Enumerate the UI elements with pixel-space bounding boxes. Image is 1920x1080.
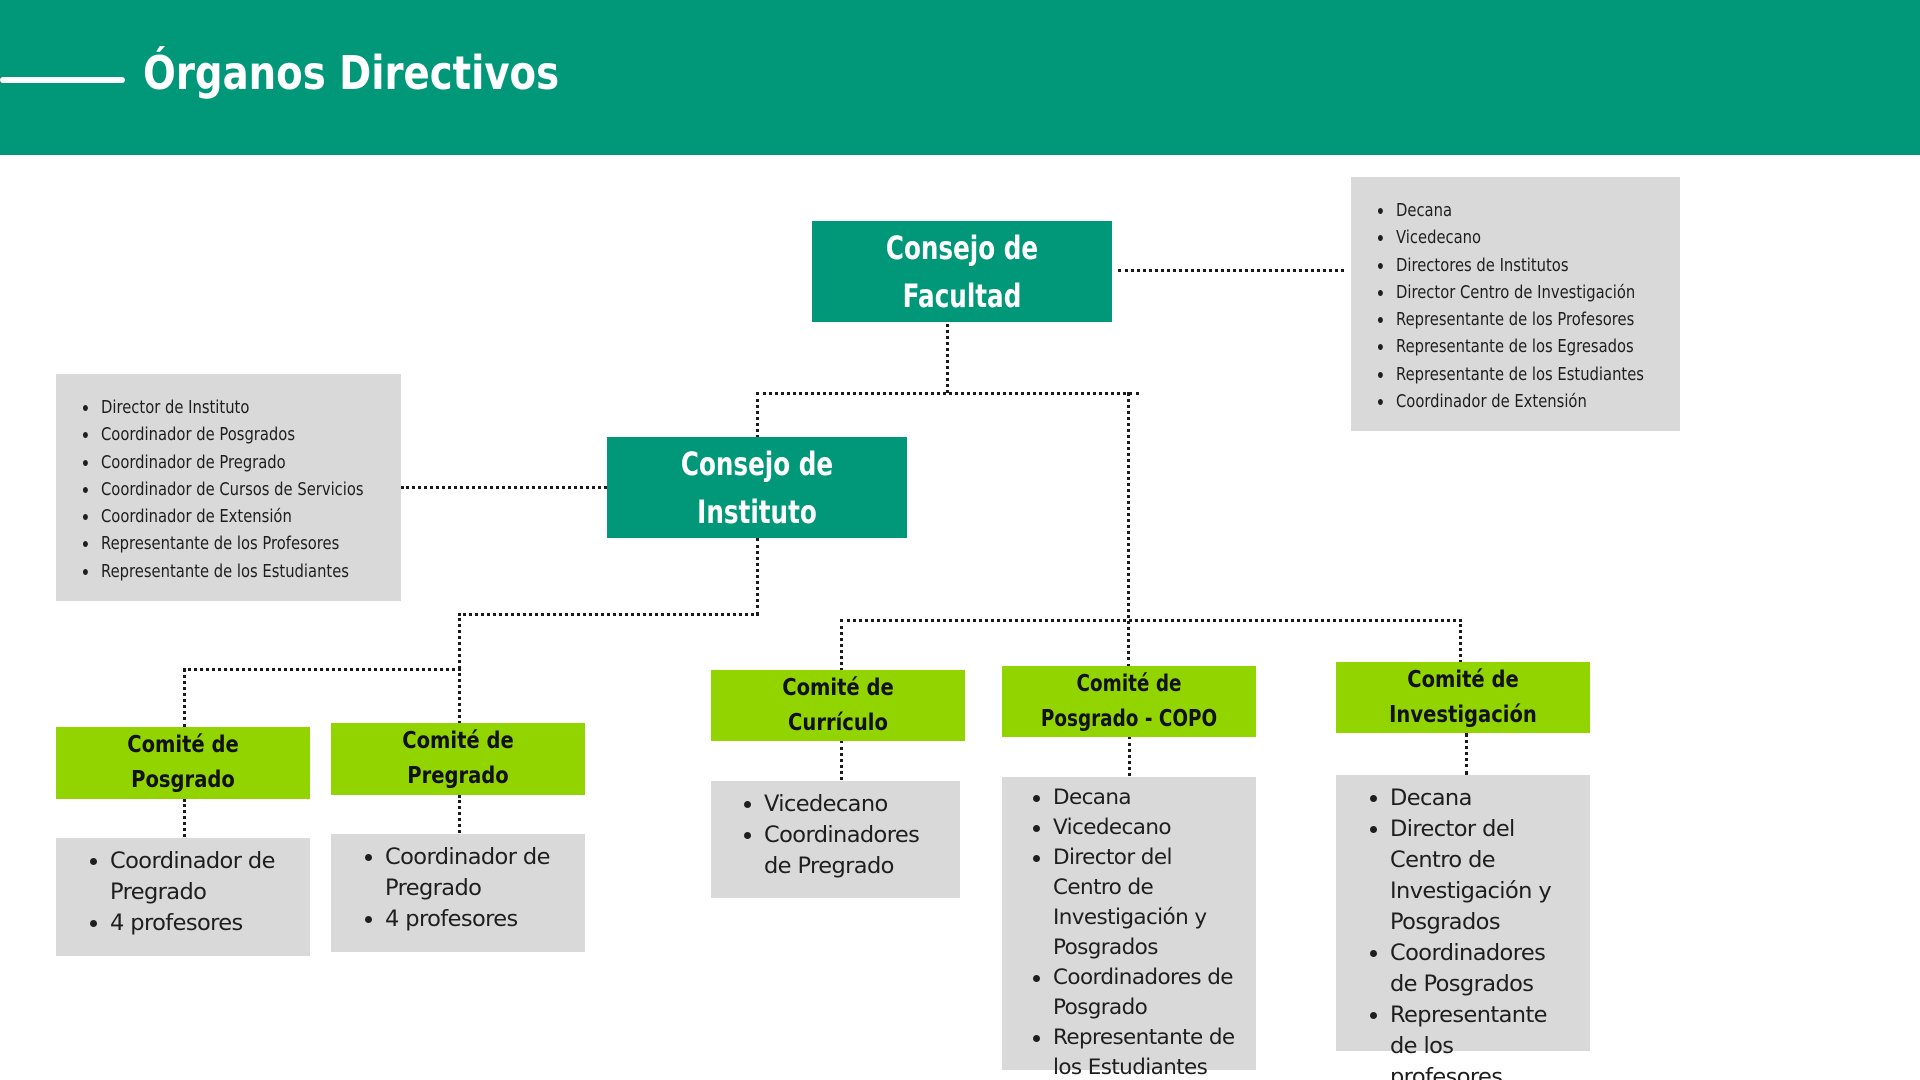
list-item: Director de Instituto: [82, 394, 347, 421]
page-title: Órganos Directivos: [143, 46, 560, 100]
connector-facultad-committees: [840, 619, 1462, 622]
connector-to-comite-pregrado: [458, 668, 461, 724]
list-item: Representante de los profesores: [1370, 1000, 1571, 1080]
comite-pregrado-box: Comité de Pregrado: [331, 723, 585, 795]
connector-curriculo-members: [840, 740, 843, 780]
list-item: Coordinador de Extensión: [1377, 388, 1629, 415]
connector-pregrado-members: [458, 795, 461, 833]
connector-facultad-branch: [756, 392, 1139, 395]
connector-copo-members: [1128, 736, 1131, 776]
consejo-instituto-members: Director de Instituto Coordinador de Pos…: [56, 374, 401, 601]
comite-posgrado-box: Comité de Posgrado: [56, 727, 310, 799]
list-item: Decana: [1033, 783, 1237, 813]
list-item: Vicedecano: [1377, 224, 1629, 251]
consejo-facultad-box: Consejo de Facultad: [812, 221, 1112, 322]
header-accent-line: [0, 77, 125, 83]
list-item: Vicedecano: [744, 789, 951, 820]
consejo-facultad-members: Decana Vicedecano Directores de Institut…: [1351, 177, 1680, 431]
comite-curriculo-members: Vicedecano Coordinadores de Pregrado: [711, 781, 960, 898]
list-item: Coordinador de Cursos de Servicios: [82, 476, 364, 503]
connector-facultad-members: [1118, 269, 1344, 272]
comite-investigacion-box: Comité de Investigación: [1336, 662, 1590, 733]
comite-copo-box: Comité de Posgrado - COPO: [1002, 666, 1256, 737]
list-item: Coordinador de Extensión: [82, 503, 347, 530]
connector-instituto-sub-branch: [183, 668, 461, 671]
comite-copo-title: Comité de Posgrado - COPO: [1040, 670, 1218, 732]
comite-pregrado-title: Comité de Pregrado: [402, 728, 514, 789]
connector-instituto-sub: [458, 613, 461, 669]
list-item: Directores de Institutos: [1377, 252, 1629, 279]
list-item: Coordinador de Pregrado: [365, 842, 571, 904]
list-item: Coordinador de Pregrado: [90, 846, 296, 908]
connector-to-instituto: [756, 392, 759, 438]
comite-posgrado-title: Comité de Posgrado: [127, 732, 239, 793]
list-item: Director Centro de Investigación: [1377, 279, 1635, 306]
connector-instituto-down: [756, 538, 759, 615]
list-item: Coordinadores de Pregrado: [744, 820, 951, 882]
list-item: Director del Centro de Investigación y P…: [1370, 814, 1571, 938]
consejo-instituto-title: Consejo de Instituto: [680, 444, 834, 531]
list-item: Decana: [1377, 197, 1629, 224]
connector-to-comite-investigacion: [1459, 619, 1462, 663]
header-bar: Órganos Directivos: [0, 0, 1920, 155]
comite-investigacion-members: Decana Director del Centro de Investigac…: [1336, 775, 1590, 1080]
list-item: Vicedecano: [1033, 813, 1237, 843]
list-item: Representante de los Egresados: [1377, 333, 1634, 360]
list-item: Director del Centro de Investigación y P…: [1033, 843, 1237, 963]
list-item: 4 profesores: [90, 908, 296, 939]
list-item: Coordinadores de Posgrado: [1033, 963, 1237, 1023]
connector-instituto-members: [401, 486, 607, 489]
comite-curriculo-box: Comité de Currículo: [711, 670, 965, 741]
connector-to-comite-curriculo: [840, 619, 843, 671]
connector-instituto-branch: [458, 613, 759, 616]
list-item: Representante de los Estudiantes: [1377, 361, 1644, 388]
consejo-facultad-title: Consejo de Facultad: [885, 228, 1039, 315]
connector-posgrado-members: [183, 799, 186, 837]
consejo-instituto-box: Consejo de Instituto: [607, 437, 907, 538]
list-item: 4 profesores: [365, 904, 571, 935]
list-item: Representante de los Estudiantes: [1033, 1023, 1237, 1080]
connector-facultad-down: [946, 324, 949, 393]
comite-posgrado-members: Coordinador de Pregrado 4 profesores: [56, 838, 310, 956]
list-item: Coordinador de Pregrado: [82, 449, 347, 476]
list-item: Decana: [1370, 783, 1571, 814]
comite-pregrado-members: Coordinador de Pregrado 4 profesores: [331, 834, 585, 952]
list-item: Coordinador de Posgrados: [82, 421, 347, 448]
list-item: Representante de los Estudiantes: [82, 558, 349, 585]
list-item: Coordinadores de Posgrados: [1370, 938, 1571, 1000]
comite-curriculo-title: Comité de Currículo: [782, 674, 894, 736]
comite-copo-members: Decana Vicedecano Director del Centro de…: [1002, 777, 1256, 1080]
list-item: Representante de los Profesores: [1377, 306, 1634, 333]
list-item: Representante de los Profesores: [82, 530, 347, 557]
connector-investigacion-members: [1465, 733, 1468, 775]
connector-to-comite-posgrado: [183, 668, 186, 728]
comite-investigacion-title: Comité de Investigación: [1389, 666, 1537, 728]
connector-facultad-trunk: [1127, 392, 1130, 668]
